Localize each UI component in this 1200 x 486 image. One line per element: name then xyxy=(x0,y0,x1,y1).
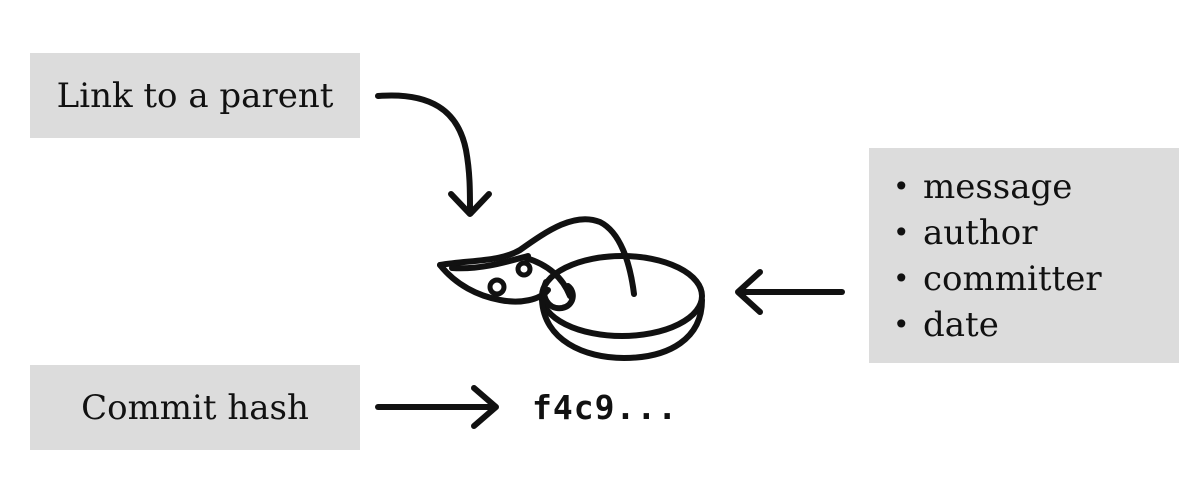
metadata-list: •message •author •committer •date xyxy=(869,164,1102,348)
metadata-item-label: date xyxy=(923,304,999,345)
parent-link-label: Link to a parent xyxy=(56,75,334,116)
metadata-item: •date xyxy=(893,304,999,345)
metadata-item-label: author xyxy=(923,212,1038,253)
snail-commit-icon xyxy=(437,216,705,361)
arrow-right-icon xyxy=(375,385,499,429)
commit-hash-label: Commit hash xyxy=(81,387,309,428)
parent-link-label-box: Link to a parent xyxy=(30,53,360,138)
metadata-item-label: message xyxy=(923,166,1073,207)
commit-hash-value: f4c9... xyxy=(532,388,679,427)
metadata-box: •message •author •committer •date xyxy=(869,148,1179,363)
commit-hash-label-box: Commit hash xyxy=(30,365,360,450)
arrow-left-icon xyxy=(735,269,845,315)
metadata-item: •message xyxy=(893,166,1073,207)
metadata-item: •author xyxy=(893,212,1038,253)
metadata-item: •committer xyxy=(893,258,1102,299)
metadata-item-label: committer xyxy=(923,258,1102,299)
curved-arrow-down-icon xyxy=(375,92,492,217)
